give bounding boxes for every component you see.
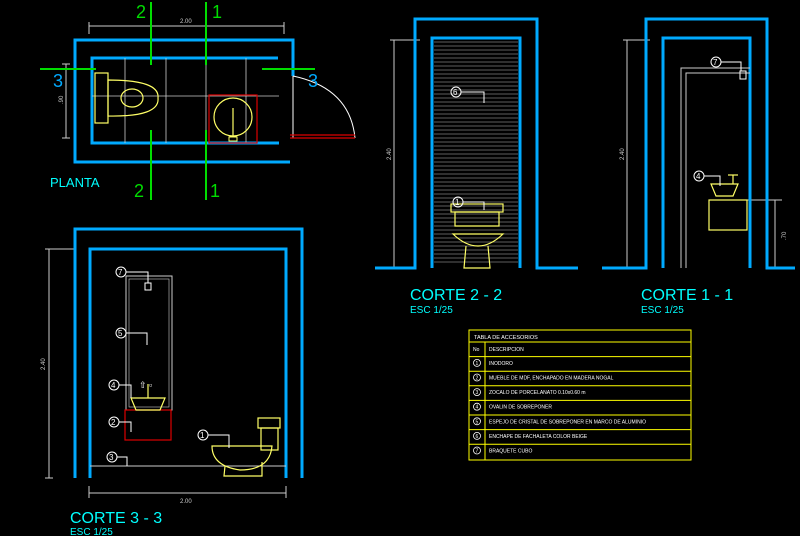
plan-height-dim: .90 — [59, 95, 65, 104]
accessories-table: TABLA DE ACCESORIOS No DESCRIPCION 1 INOD… — [468, 329, 692, 461]
s33-callout-2: 2 — [108, 416, 132, 432]
plan-tile-grid — [92, 58, 279, 143]
cut-mark-3-left: 3 — [53, 71, 63, 91]
cut-mark-2-bottom: 2 — [134, 181, 144, 201]
s11-walls — [602, 17, 795, 270]
svg-text:4: 4 — [111, 381, 116, 390]
plan-view: 2.00 .90 — [40, 2, 356, 201]
table-row-number-circle — [473, 402, 481, 411]
cut-mark-1-top: 1 — [212, 2, 222, 22]
s22-title: CORTE 2 - 2 — [410, 287, 502, 304]
s11-counter-dim: .70 — [782, 231, 788, 240]
svg-text:1: 1 — [200, 431, 205, 440]
s33-height-dim: 2.40 — [41, 358, 47, 370]
svg-text:5: 5 — [118, 329, 123, 338]
s33-callout-4: 4 — [108, 379, 132, 398]
svg-text:7: 7 — [118, 268, 123, 277]
table-row-description: OVALIN DE SOBREPONER — [489, 405, 552, 411]
table-row-description: ZOCALO DE PORCELANATO 0.10x0.60 m — [489, 390, 586, 396]
svg-text:3: 3 — [109, 453, 114, 462]
cut-mark-1-bottom: 1 — [210, 181, 220, 201]
table-row-description: BRAQUETE CUBO — [489, 449, 532, 455]
s33-callout-1: 1 — [197, 429, 230, 448]
table-row-no: 2 — [476, 376, 479, 382]
plan-door-swing — [290, 75, 356, 139]
table-row-number-circle — [473, 431, 481, 440]
section-3-3: 2.40 2.00 ⇧ ▫ 7 — [41, 227, 304, 536]
table-row-number-circle — [473, 373, 481, 382]
section-1-1: 2.40 .70 7 4 CORTE 1 - 1 — [602, 17, 795, 316]
svg-text:4: 4 — [696, 172, 701, 181]
table-row-number-circle — [473, 417, 481, 426]
s11-callout-7: 7 — [710, 56, 742, 71]
svg-text:7: 7 — [713, 58, 718, 67]
table-title: TABLA DE ACCESORIOS — [474, 335, 538, 341]
s11-bracket — [739, 70, 747, 80]
section-2-2: 2.40 6 1 CORTE 2 - 2 ESC 1/25 — [375, 17, 578, 316]
plan-width-dim: 2.00 — [180, 19, 192, 25]
s22-scale: ESC 1/25 — [410, 305, 453, 316]
svg-text:1: 1 — [455, 198, 460, 207]
table-row-no: 6 — [476, 434, 479, 440]
s33-toilet-side — [211, 417, 281, 477]
s33-dimension-lines — [45, 248, 287, 498]
table-row-no: 7 — [476, 449, 479, 455]
s33-bracket — [144, 282, 152, 291]
plan-toilet-fixture — [94, 72, 159, 124]
s33-title: CORTE 3 - 3 — [70, 510, 162, 527]
table-row-description: INODORO — [489, 361, 513, 367]
table-frame — [468, 329, 692, 461]
s11-title: CORTE 1 - 1 — [641, 287, 733, 304]
svg-text:2: 2 — [111, 418, 116, 427]
table-row-description: ESPEJO DE CRISTAL DE SOBREPONER EN MARCO… — [489, 419, 646, 425]
s33-faucet-icon: ⇧ ▫ — [139, 380, 152, 390]
table-row-number-circle — [473, 388, 481, 397]
s33-callout-7: 7 — [115, 266, 149, 283]
s22-callout-6: 6 — [450, 86, 485, 103]
s11-vanity-elevation — [708, 174, 748, 231]
plan-sink-fixture — [208, 94, 258, 144]
table-row-number-circle — [473, 446, 481, 455]
s11-callout-4: 4 — [693, 170, 721, 186]
table-rows: 1 INODORO 2 MUEBLE DE MDF, ENCHAPADO EN MAD… — [469, 356, 691, 455]
s22-walls — [375, 17, 578, 270]
s33-vanity-cabinet — [124, 409, 172, 441]
plan-dimension-lines — [62, 22, 285, 139]
table-row-no: 1 — [476, 361, 479, 367]
table-row-description: MUEBLE DE MDF, ENCHAPADO EN MADERA NOGAL — [489, 376, 614, 382]
s33-sink — [130, 384, 166, 411]
table-row-description: ENCHAPE DE FACHALETA COLOR BEIGE — [489, 434, 588, 440]
table-row-number-circle — [473, 358, 481, 367]
s33-callout-3: 3 — [106, 451, 128, 466]
s33-callout-5: 5 — [115, 327, 148, 345]
table-header-no: No — [473, 347, 480, 353]
table-row-no: 5 — [476, 419, 479, 425]
svg-text:6: 6 — [453, 88, 458, 97]
s22-wall-tile-hatch — [434, 41, 518, 263]
plan-title: PLANTA — [50, 175, 100, 190]
s22-height-dim: 2.40 — [387, 148, 393, 160]
s33-scale: ESC 1/25 — [70, 527, 113, 536]
table-row-no: 3 — [476, 390, 479, 396]
cut-mark-3-right: 3 — [308, 71, 318, 91]
s22-toilet-elevation — [450, 203, 505, 269]
s33-walls — [73, 227, 304, 478]
plan-cut-lines — [40, 2, 315, 200]
plan-walls — [73, 38, 295, 164]
cut-mark-2-top: 2 — [136, 2, 146, 22]
s11-scale: ESC 1/25 — [641, 305, 684, 316]
s22-callout-1: 1 — [452, 196, 485, 210]
table-header-desc: DESCRIPCION — [489, 347, 524, 353]
s11-door-frame — [680, 67, 750, 268]
s33-width-dim: 2.00 — [180, 499, 192, 505]
s11-height-dim: 2.40 — [620, 148, 626, 160]
table-row-no: 4 — [476, 405, 479, 411]
